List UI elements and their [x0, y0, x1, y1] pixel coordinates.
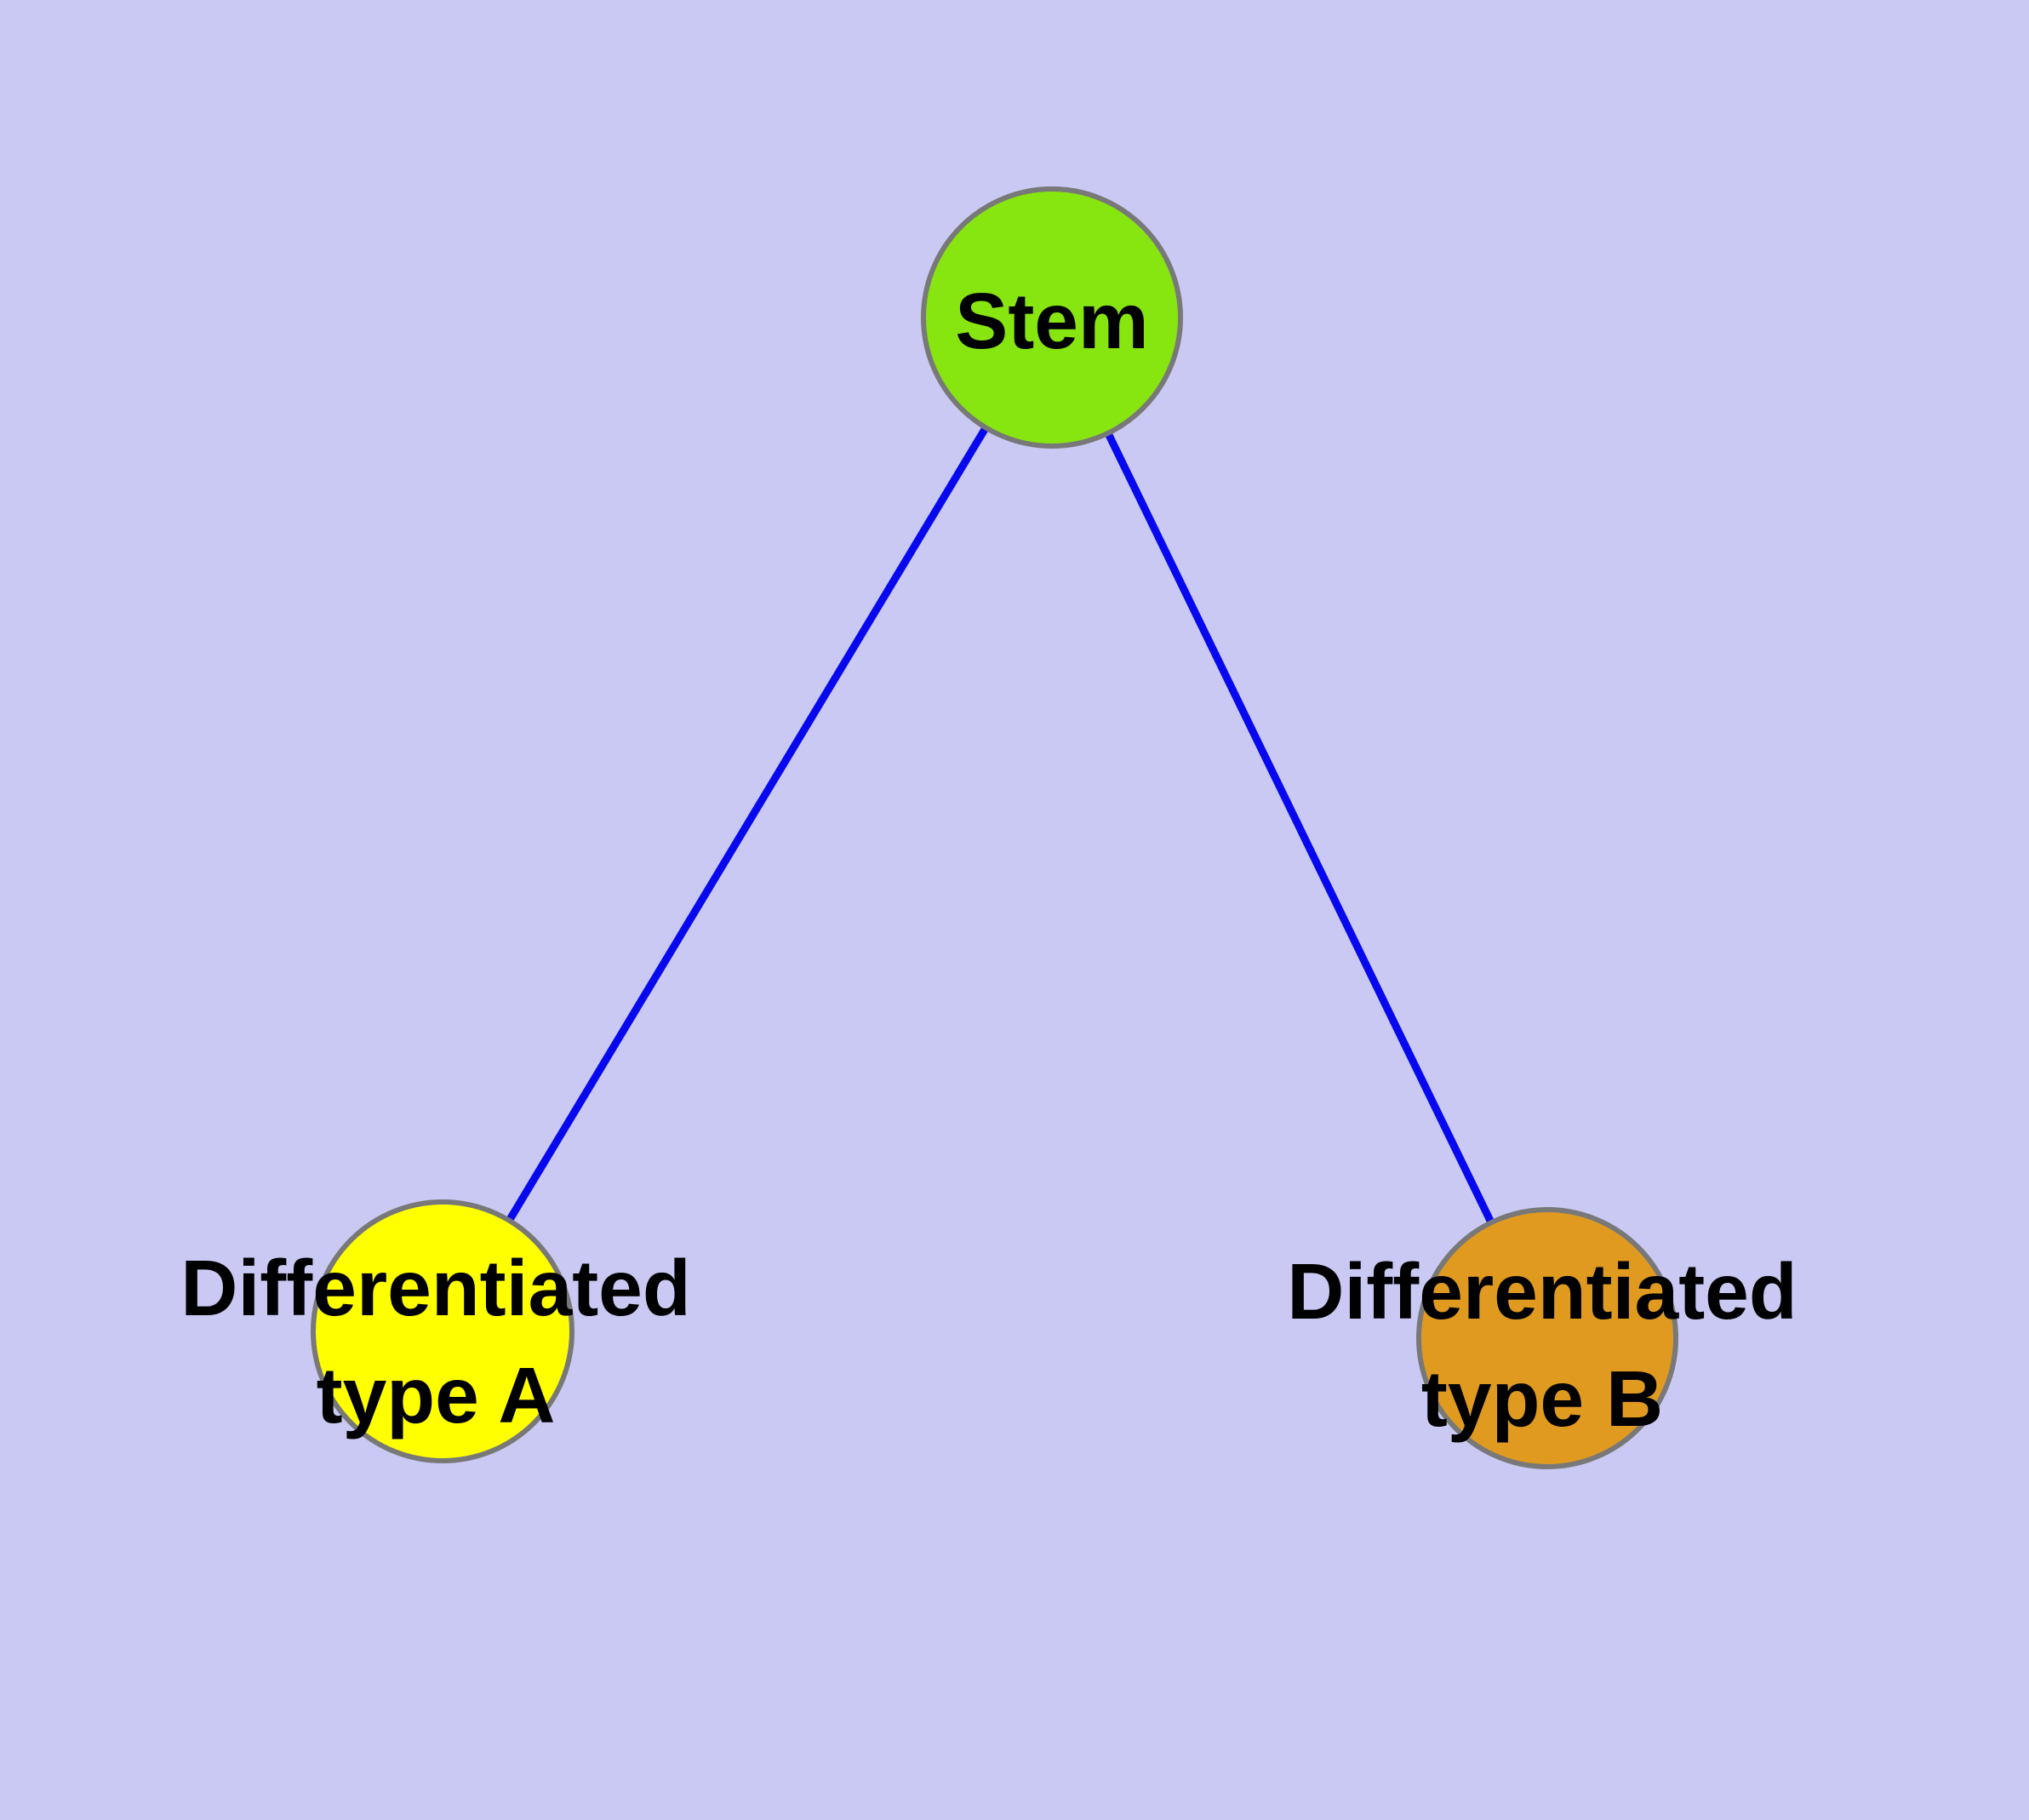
node-type-b-circle — [1416, 1207, 1678, 1469]
edge-stem-to-type-b — [1048, 316, 1552, 1340]
edge-stem-to-type-a — [439, 315, 1055, 1334]
node-type-a-circle — [311, 1199, 574, 1463]
node-stem-circle — [921, 186, 1183, 449]
